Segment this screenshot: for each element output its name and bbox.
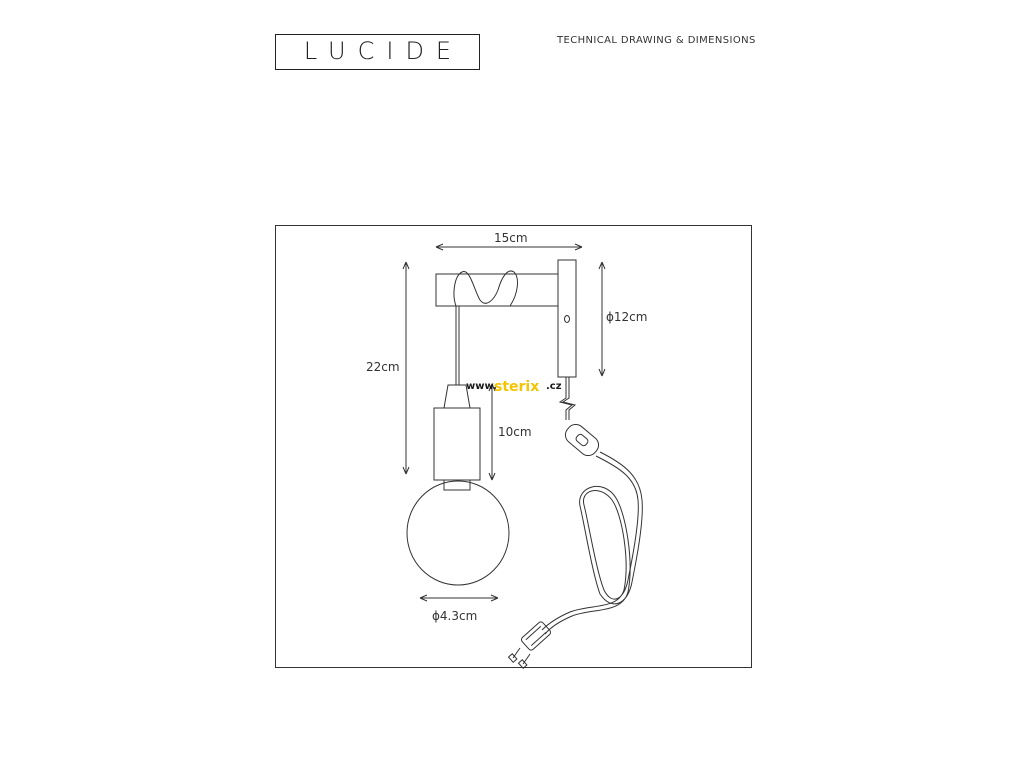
drawing-frame [275, 225, 752, 668]
watermark-brand: sterix [494, 379, 539, 395]
height-label: 22cm [366, 360, 400, 374]
logo-text: LUCIDE [303, 37, 464, 65]
globe-bulb [406, 480, 510, 586]
inline-switch [564, 423, 600, 457]
bulb-holder [433, 407, 481, 481]
cord-wrap [453, 270, 518, 307]
bulb-neck [443, 479, 471, 491]
base-switch-dot [564, 315, 570, 323]
holder-length-label: 10cm [498, 425, 532, 439]
power-cord-loops [541, 455, 639, 631]
bulb-diameter-label: ϕ4.3cm [432, 609, 477, 623]
width-label: 15cm [494, 231, 528, 245]
power-plug [520, 621, 552, 651]
watermark-prefix: www. [466, 381, 497, 392]
watermark: www. sterix .cz [466, 379, 562, 395]
page-title: TECHNICAL DRAWING & DIMENSIONS [557, 35, 756, 46]
lucide-logo: LUCIDE [275, 34, 480, 70]
power-cord-upper [558, 377, 574, 420]
wall-base-plate [557, 259, 577, 378]
base-diameter-label: ϕ12cm [606, 310, 647, 324]
wooden-arm [435, 273, 559, 307]
watermark-suffix: .cz [546, 381, 562, 392]
